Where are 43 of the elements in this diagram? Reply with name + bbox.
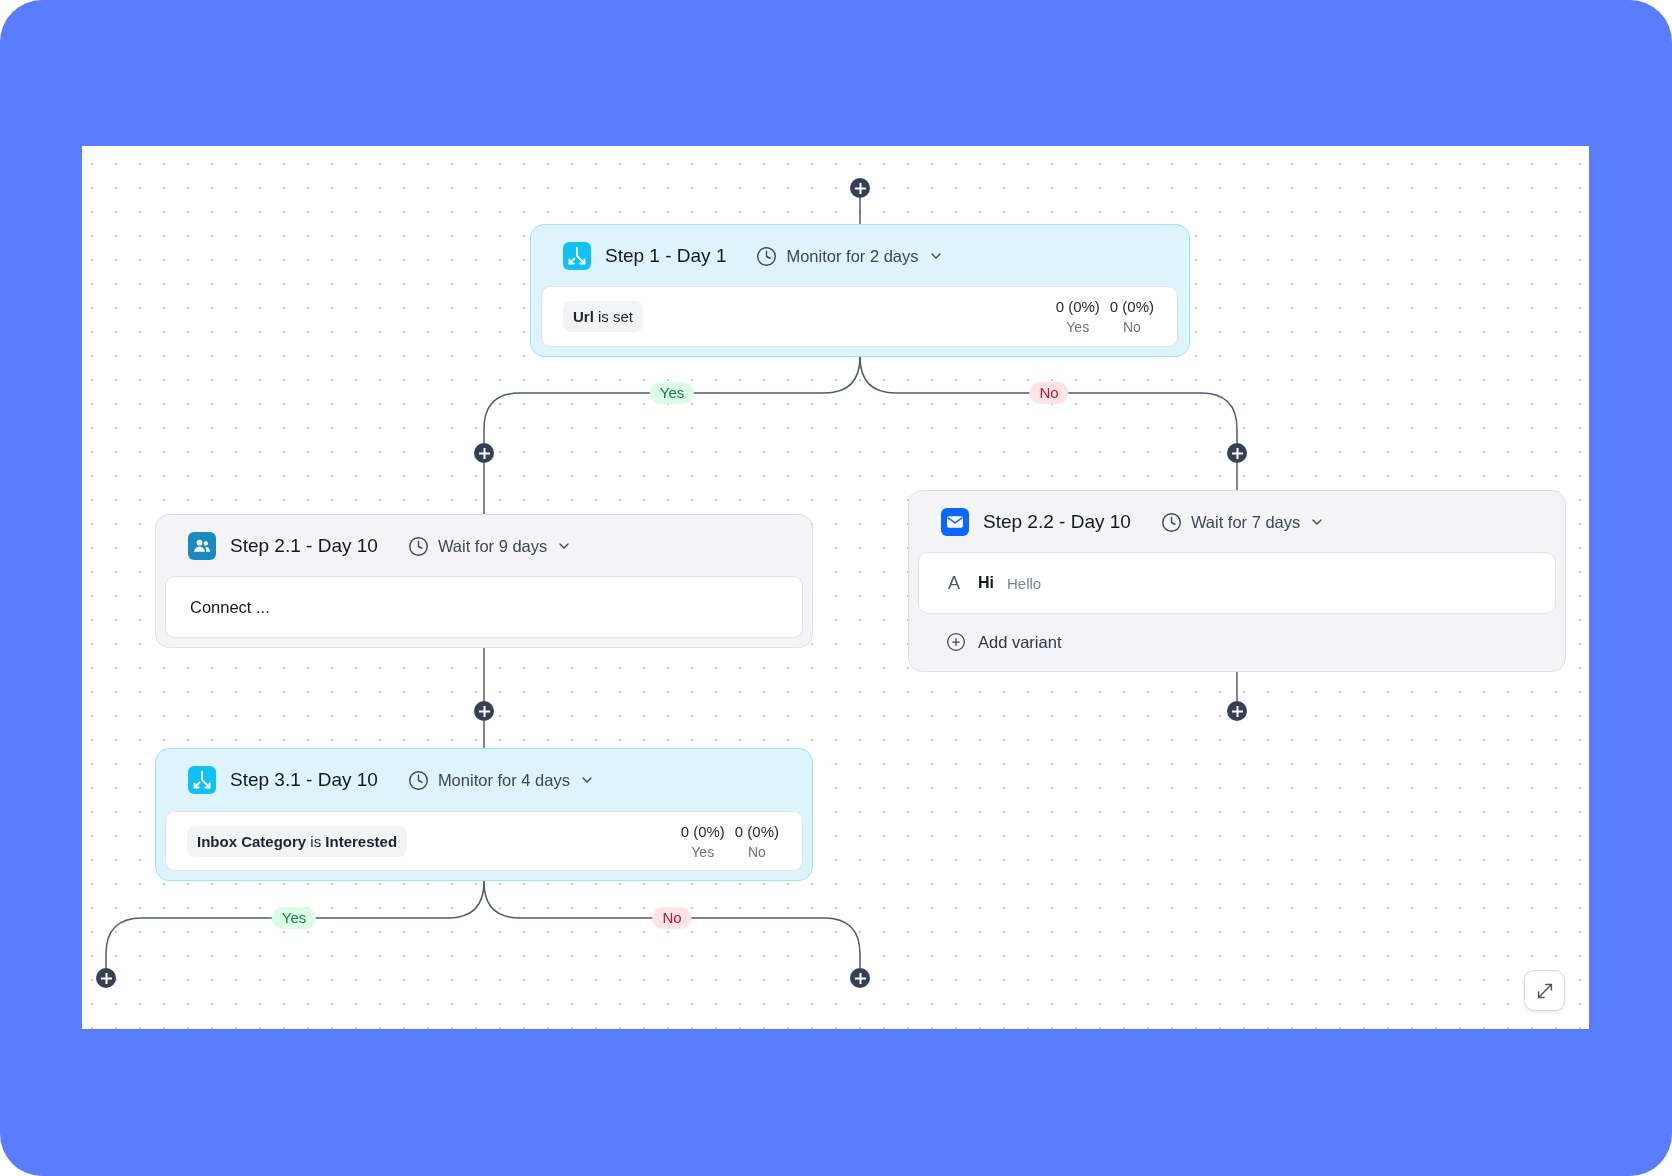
condition-panel <box>541 286 1178 347</box>
step-card <box>155 748 813 881</box>
stat-label: No <box>747 843 766 860</box>
connector-line <box>483 462 485 515</box>
connector-line <box>1236 462 1238 491</box>
connector-line <box>859 356 1238 444</box>
action-text: Connect ... <box>190 597 270 617</box>
condition-tag: Inbox Category is Interested <box>187 825 408 857</box>
edge-label: No <box>1029 382 1069 404</box>
stat-value: 0 (0%) <box>1055 298 1100 315</box>
delay-dropdown: Monitor for 2 days <box>756 245 944 267</box>
email-subject: Hi <box>978 574 994 592</box>
delay-dropdown: Wait for 7 days <box>1160 511 1326 533</box>
edge-label: No <box>652 907 692 929</box>
stat-value: 0 (0%) <box>734 822 779 840</box>
variant-letter: A <box>948 572 960 594</box>
connector-line <box>859 197 861 225</box>
connector-line <box>483 720 485 749</box>
connector-line <box>483 647 485 702</box>
step-card <box>908 490 1566 672</box>
stat-label: No <box>1122 319 1141 335</box>
connector-line <box>483 880 861 969</box>
stat-value: 0 (0%) <box>680 822 725 840</box>
step-card <box>155 514 813 648</box>
step-title: Step 2.2 - Day 10 <box>983 511 1131 533</box>
action-panel <box>165 576 803 638</box>
step-title: Step 2.1 - Day 10 <box>230 535 378 557</box>
stat-label: Yes <box>1066 319 1090 335</box>
edge-label: Yes <box>271 907 317 929</box>
step-title: Step 3.1 - Day 10 <box>230 769 378 791</box>
stat-label: Yes <box>691 843 715 860</box>
delay-dropdown: Wait for 9 days <box>407 535 573 557</box>
stat-value: 0 (0%) <box>1109 298 1154 315</box>
step-title: Step 1 - Day 1 <box>605 245 727 267</box>
message-panel <box>918 552 1556 614</box>
connector-line <box>1236 671 1238 702</box>
delay-dropdown: Monitor for 4 days <box>407 769 595 791</box>
condition-tag: Url is set <box>563 301 644 332</box>
add-variant-button: Add variant <box>946 632 1062 652</box>
condition-panel <box>165 811 803 871</box>
step-card <box>530 224 1190 357</box>
edge-label: Yes <box>649 382 695 404</box>
email-preview: Hello <box>1007 574 1042 592</box>
